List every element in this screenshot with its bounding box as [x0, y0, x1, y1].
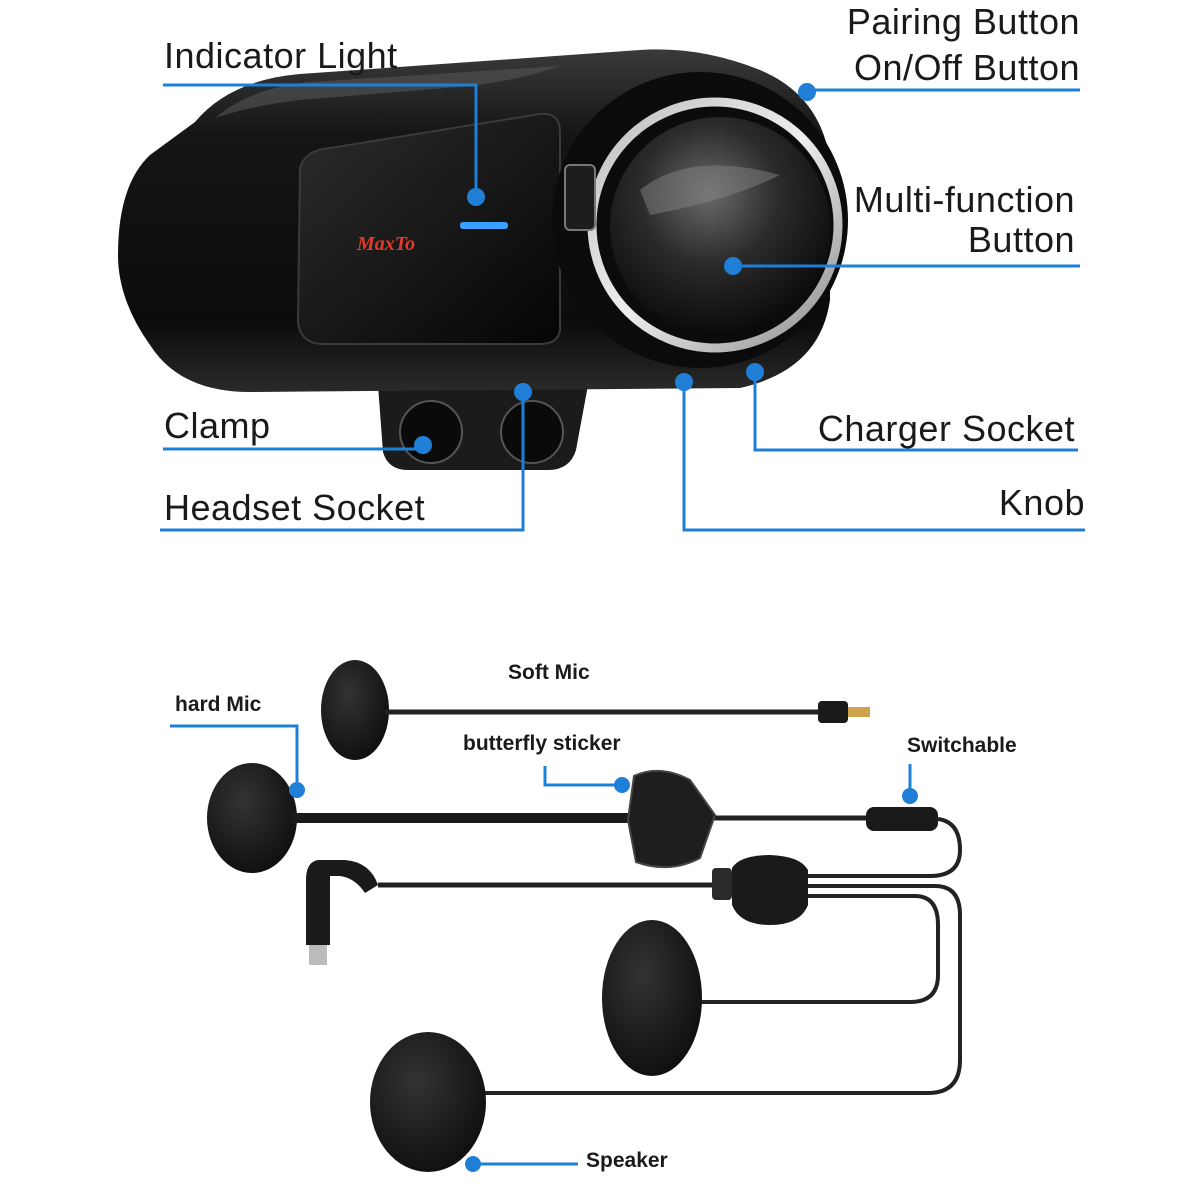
callout-line-indicator	[163, 83, 478, 197]
callout-line-butterfly	[543, 766, 622, 787]
label-hard-mic: hard Mic	[175, 693, 262, 716]
headset-callout-dots	[289, 777, 918, 1172]
label-clamp: Clamp	[164, 405, 271, 446]
cable-to-speaker-left	[480, 884, 962, 1095]
switchable-connector	[866, 807, 938, 831]
side-tab	[564, 164, 596, 231]
indicator-light-bar	[460, 222, 508, 229]
callout-dot-headset	[514, 383, 532, 401]
label-switchable: Switchable	[907, 734, 1017, 757]
label-multifunction-line1: Multi-function	[853, 179, 1075, 220]
headset-kit	[207, 660, 963, 1172]
usb-plug-tip	[309, 945, 327, 965]
callout-dot-speaker	[465, 1156, 481, 1172]
callout-dot-multifunction	[724, 257, 742, 275]
speaker-right-foam	[602, 920, 702, 1076]
label-pairing-button: Pairing Button	[846, 1, 1080, 42]
callout-dot-butterfly	[614, 777, 630, 793]
device-callout-dots	[414, 83, 816, 454]
soft-mic-foam	[321, 660, 389, 760]
cable-to-speaker-right	[690, 894, 940, 1004]
soft-mic-plug-tip	[848, 707, 870, 717]
device-callout-lines	[160, 83, 1085, 532]
label-headset-socket: Headset Socket	[164, 487, 426, 528]
callout-line-hard-mic	[170, 724, 299, 787]
multifunction-button-face	[610, 117, 830, 337]
callout-dot-knob	[675, 373, 693, 391]
usb-plug-body	[306, 860, 378, 945]
butterfly-sticker-shape	[626, 769, 717, 869]
label-charger-socket: Charger Socket	[817, 408, 1075, 449]
speaker-left-foam	[370, 1032, 486, 1172]
brand-logo: MaxTo	[356, 233, 415, 255]
callout-dot-switchable	[902, 788, 918, 804]
front-panel	[296, 112, 561, 345]
callout-line-knob	[682, 382, 1085, 532]
knob-reflection	[640, 165, 780, 215]
label-butterfly-sticker: butterfly sticker	[463, 732, 621, 755]
callout-dot-pairing	[798, 83, 816, 101]
callout-dot-hard-mic	[289, 782, 305, 798]
label-knob: Knob	[998, 482, 1085, 523]
device-unit	[118, 49, 848, 470]
headset-callout-lines	[170, 724, 912, 1166]
device-body-highlight	[215, 66, 560, 118]
callout-dot-clamp	[414, 436, 432, 454]
soft-mic-plug	[818, 701, 848, 723]
label-indicator-light: Indicator Light	[164, 35, 398, 76]
label-multifunction-line2: Button	[967, 219, 1075, 260]
cable-loop-upper	[800, 817, 963, 878]
headset-socket-right	[500, 400, 564, 464]
callout-line-headset	[160, 392, 525, 532]
label-onoff-button: On/Off Button	[854, 47, 1080, 88]
callout-dot-indicator	[467, 188, 485, 206]
label-speaker: Speaker	[586, 1149, 668, 1172]
hard-mic-foam	[207, 763, 297, 873]
callout-dot-charger	[746, 363, 764, 381]
callout-line-charger	[753, 372, 1078, 452]
cable-junction-block	[732, 855, 808, 925]
label-soft-mic: Soft Mic	[508, 661, 590, 684]
cable-junction	[712, 868, 732, 900]
headset-socket-left	[399, 400, 463, 464]
